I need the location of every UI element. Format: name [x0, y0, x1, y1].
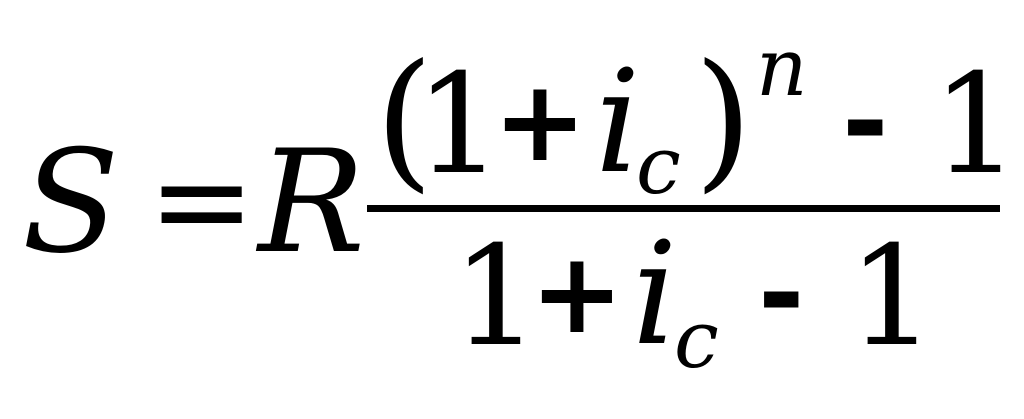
denominator-one-second: 1 [848, 216, 936, 377]
fraction-bar [367, 205, 1000, 212]
numerator-left-paren: ( [375, 33, 434, 207]
numerator-one: 1 [415, 44, 503, 205]
numerator-one-second: 1 [932, 44, 1020, 205]
numerator-rate-subscript-c: c [636, 119, 681, 212]
coefficient-r: R [258, 120, 365, 285]
denominator-minus-sign: - [758, 229, 805, 359]
denominator-rate-subscript-c: c [674, 293, 719, 386]
numerator-exponent-n: n [756, 21, 808, 114]
equals-sign: = [148, 127, 256, 276]
numerator-rate-i: i [595, 40, 641, 205]
numerator-minus-sign: - [842, 57, 889, 187]
numerator-plus-sign: + [493, 57, 587, 187]
denominator-rate-i: i [632, 212, 678, 377]
lhs-variable-s: S [22, 120, 120, 285]
numerator-right-paren: ) [694, 33, 753, 207]
denominator-one: 1 [452, 216, 540, 377]
denominator-plus-sign: + [530, 229, 624, 359]
